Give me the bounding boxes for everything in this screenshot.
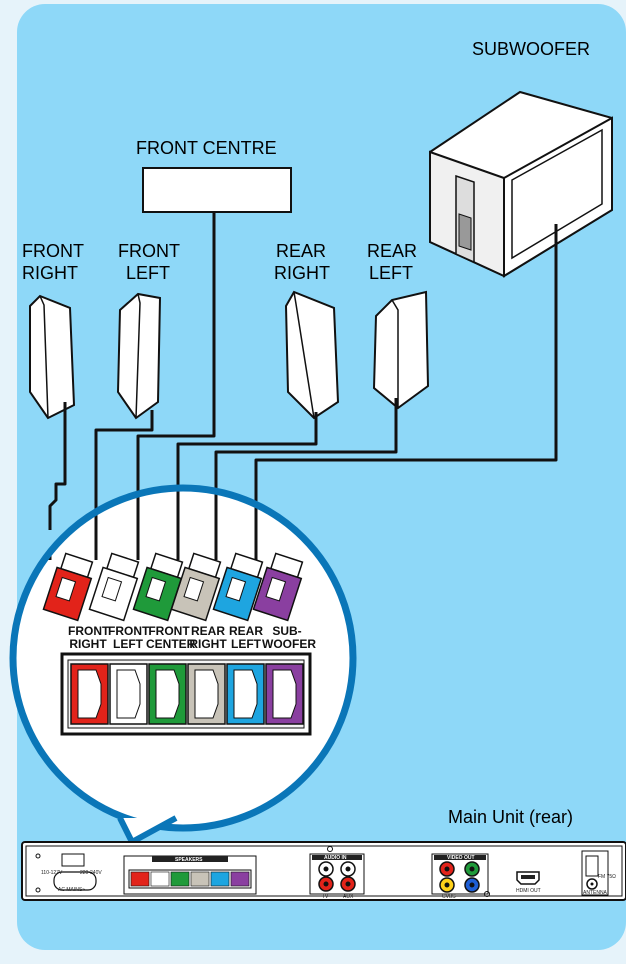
front-centre-label: FRONT CENTRE <box>136 138 277 158</box>
hdmi-out-label: HDMI OUT <box>516 888 541 894</box>
rear-right-speaker <box>284 290 340 420</box>
fm-label: FM 75Ω <box>598 874 616 880</box>
antenna-label: ANTENNA <box>583 890 608 896</box>
subwoofer-label: SUBWOOFER <box>472 39 591 59</box>
audio-in-label: AUDIO IN <box>324 855 347 861</box>
voltage-right-label: 220-240V <box>80 870 102 876</box>
subwoofer-illustration <box>429 90 613 278</box>
voltage-left-label: 110-127V <box>41 870 63 876</box>
rear-left-speaker <box>372 290 430 410</box>
speaker-socket-block <box>60 652 312 736</box>
main-unit-label: Main Unit (rear) <box>448 807 574 827</box>
speaker-plugs <box>42 552 304 622</box>
main-unit-rear-panel: 110-127V 220-240V AC MAINS~ SPEAKERS AUD… <box>21 841 626 901</box>
connector-caption-subwoofer: SUB-WOOFER <box>262 624 316 651</box>
tv-label: TV <box>322 894 329 900</box>
video-out-label: VIDEO OUT <box>447 855 475 861</box>
front-left-speaker <box>116 292 162 420</box>
ac-mains-label: AC MAINS~ <box>58 887 85 893</box>
cvbs-label: CVBS <box>442 894 456 900</box>
front-right-speaker <box>29 294 76 420</box>
aux-label: AUX <box>343 894 354 900</box>
speakers-label: SPEAKERS <box>175 857 203 863</box>
speaker-cables <box>48 212 558 530</box>
front-centre-speaker <box>142 167 292 213</box>
connector-zoom-view <box>9 484 357 845</box>
